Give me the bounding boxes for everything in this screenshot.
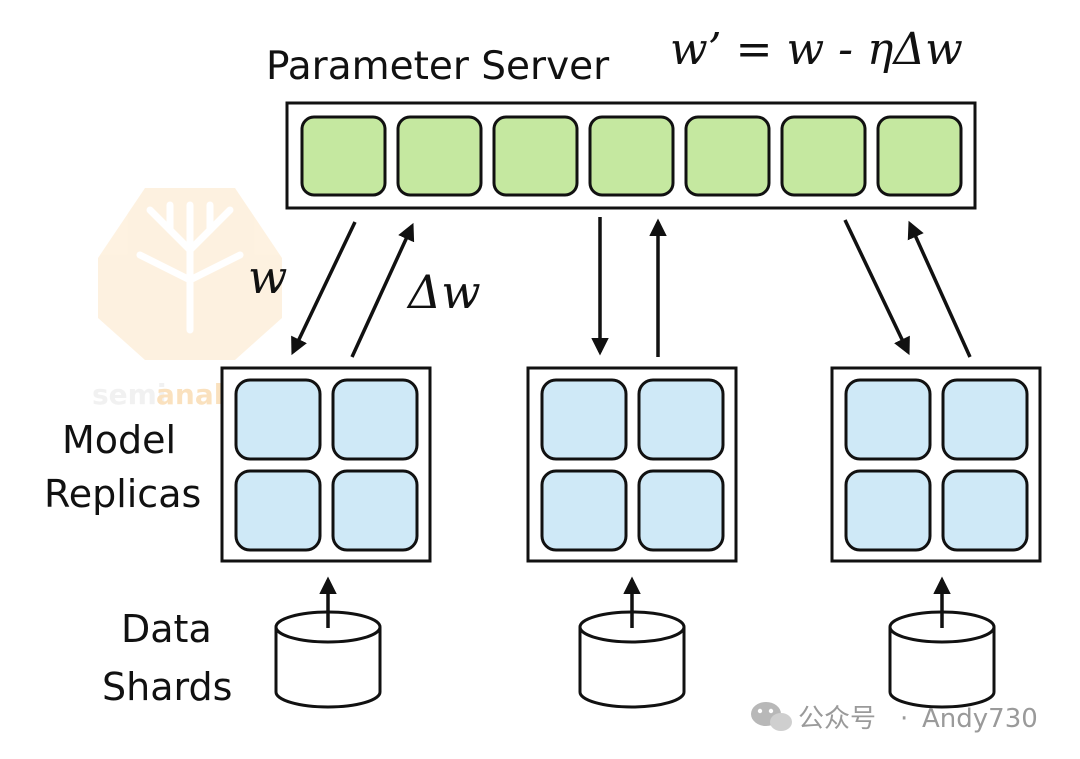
replica-cell [637, 378, 725, 461]
parameter-server [285, 101, 977, 210]
server-cell [588, 115, 675, 197]
data-shard-cylinder [888, 576, 996, 709]
replica-cell [941, 378, 1029, 461]
model-replica [830, 366, 1042, 563]
credit-badge: 公众号 · Andy730 [751, 702, 1038, 734]
replica-cell [234, 378, 322, 461]
credit-prefix: 公众号 [798, 704, 876, 734]
update-formula: w’ = w - ηΔw [670, 24, 963, 75]
server-cell [780, 115, 867, 197]
replica-cell [234, 469, 322, 552]
data-shards-label-line2: Shards [102, 665, 232, 709]
replica-cell [941, 469, 1029, 552]
replica-cell [331, 469, 419, 552]
arrow-up-1 [350, 222, 415, 358]
server-cell [300, 115, 387, 197]
data-shard-cylinder [578, 576, 686, 709]
credit-name: Andy730 [922, 704, 1038, 734]
replica-cell [844, 378, 932, 461]
server-cell [684, 115, 771, 197]
arrow-up-3 [907, 220, 972, 358]
replica-cell [844, 469, 932, 552]
arrow-down-3 [843, 219, 910, 356]
arrow-down-1 [291, 221, 357, 356]
diagram-title: Parameter Server [266, 44, 610, 89]
arrows [291, 217, 972, 358]
data-shard-cylinder [274, 576, 382, 709]
model-replica [220, 366, 432, 563]
model-replica [526, 366, 738, 563]
replica-cell [331, 378, 419, 461]
replica-cell [637, 469, 725, 552]
server-cell [876, 115, 963, 197]
replica-cell [540, 378, 628, 461]
server-cell [492, 115, 579, 197]
model-replicas-label-line1: Model [62, 418, 176, 462]
model-replicas-label-line2: Replicas [44, 472, 201, 516]
arrow-label-w: w [248, 250, 287, 304]
wechat-icon [751, 702, 792, 731]
arrow-label-delta-w: Δw [406, 265, 481, 319]
replica-cell [540, 469, 628, 552]
server-cell [396, 115, 483, 197]
credit-separator: · [900, 704, 908, 734]
watermark-text-1: semi [92, 378, 166, 411]
data-shards-label-line1: Data [121, 607, 212, 651]
